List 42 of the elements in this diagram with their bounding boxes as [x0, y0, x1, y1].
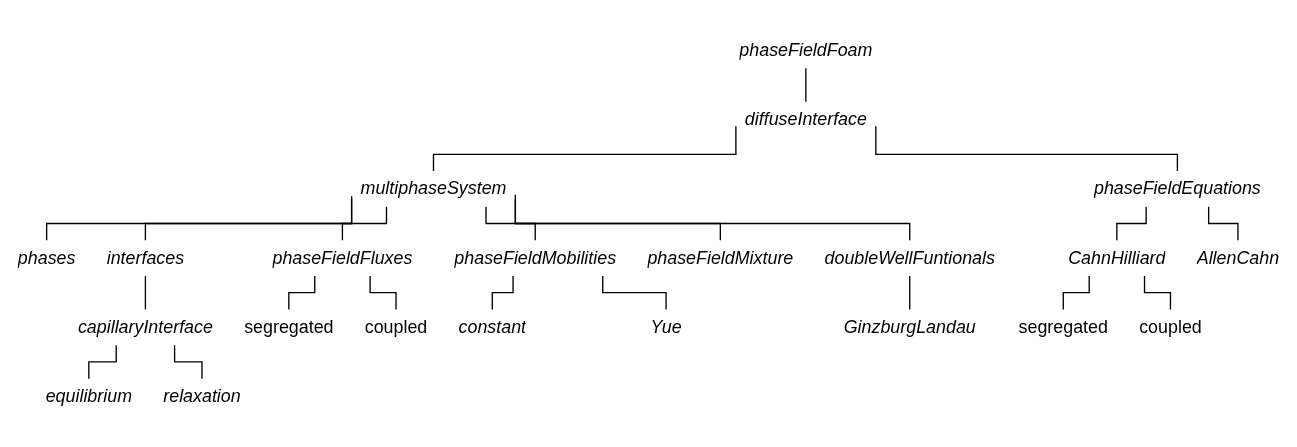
node-text: multiphaseSystem [360, 178, 507, 198]
node-text: phaseFieldEquations [1094, 178, 1261, 198]
connector [485, 206, 536, 241]
connector [144, 275, 147, 311]
connector [491, 275, 514, 311]
node-text: CahnHilliard [1068, 248, 1166, 268]
node-text: phases [17, 248, 76, 268]
connector [341, 206, 388, 241]
node-text: capillaryInterface [77, 317, 213, 337]
connector [1143, 275, 1172, 311]
connector [514, 194, 911, 241]
connector [144, 198, 353, 241]
node-text: coupled [1139, 317, 1202, 337]
connector [46, 195, 353, 241]
connector [173, 344, 203, 380]
node-text: doubleWellFuntionals [824, 248, 995, 268]
connector [805, 67, 807, 103]
node-text: segregated [244, 317, 334, 337]
connector [432, 125, 737, 172]
node-text: coupled [364, 317, 428, 337]
connector [88, 344, 117, 380]
node-text: diffuseInterface [744, 109, 867, 129]
node-text: phaseFieldMixture [647, 248, 794, 268]
node-text: phaseFieldMobilities [454, 248, 617, 268]
connector [602, 275, 667, 311]
node-text: AllenCahn [1196, 248, 1280, 268]
node-text: phaseFieldFoam [739, 40, 873, 60]
node-text: interfaces [106, 248, 185, 268]
connector [875, 125, 1179, 172]
connector [1116, 206, 1147, 241]
connector [369, 275, 397, 311]
connector [288, 275, 316, 311]
node-text: Yue [650, 317, 682, 337]
node-text: constant [458, 317, 527, 337]
node-text: relaxation [163, 386, 241, 406]
connector [1062, 275, 1090, 311]
node-text: phaseFieldFluxes [272, 248, 413, 268]
node-text: equilibrium [45, 386, 133, 406]
node-text: GinzburgLandau [843, 317, 976, 337]
node-text: segregated [1018, 317, 1108, 337]
connector [909, 275, 911, 311]
connector [1208, 206, 1239, 241]
